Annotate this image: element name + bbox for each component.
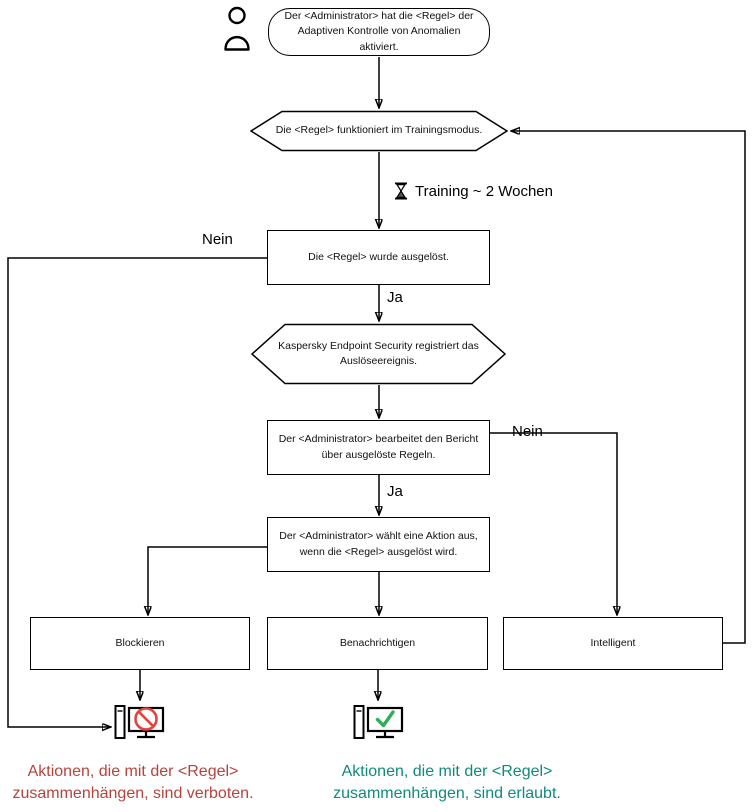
training-mode-label: Die <Regel> funktioniert im Trainingsmod… bbox=[275, 124, 483, 137]
action-block-label: Blockieren bbox=[115, 636, 165, 649]
training-duration: Training ~ 2 Wochen bbox=[394, 182, 553, 200]
start-node-label: Der <Administrator> hat die <Regel> der … bbox=[284, 10, 474, 53]
blocked-computer-icon bbox=[113, 702, 167, 750]
allowed-computer-icon bbox=[352, 702, 406, 750]
label-nein-left: Nein bbox=[202, 231, 233, 248]
label-ja-after-trigger: Ja bbox=[387, 289, 403, 306]
connector-nein-right-to-smart bbox=[490, 432, 617, 615]
person-icon bbox=[222, 6, 252, 52]
allowed-result-text: Aktionen, die mit der <Regel> zusammenhä… bbox=[333, 763, 561, 802]
start-node: Der <Administrator> hat die <Regel> der … bbox=[268, 8, 490, 56]
hexagon-shape bbox=[250, 110, 508, 152]
label-ja-after-report: Ja bbox=[387, 483, 403, 500]
training-mode-node: Die <Regel> funktioniert im Trainingsmod… bbox=[250, 110, 508, 152]
connector-smart-loop-to-training bbox=[511, 131, 746, 644]
event-registered-node: Kaspersky Endpoint Security registriert … bbox=[251, 323, 506, 385]
report-review-node: Der <Administrator> bearbeitet den Beric… bbox=[267, 420, 490, 475]
action-notify-label: Benachrichtigen bbox=[339, 636, 416, 649]
choose-action-node: Der <Administrator> wählt eine Aktion au… bbox=[267, 517, 490, 572]
connector-choose-to-block bbox=[148, 546, 267, 615]
training-duration-label: Training ~ 2 Wochen bbox=[415, 182, 553, 200]
action-block-node: Blockieren bbox=[30, 617, 250, 670]
rule-triggered-node: Die <Regel> wurde ausgelöst. bbox=[267, 230, 490, 285]
rule-triggered-label: Die <Regel> wurde ausgelöst. bbox=[308, 250, 449, 263]
connector-nein-left-to-blocked bbox=[7, 257, 267, 727]
event-registered-label: Kaspersky Endpoint Security registriert … bbox=[278, 339, 479, 367]
hexagon-shape bbox=[251, 323, 506, 385]
choose-action-label: Der <Administrator> wählt eine Aktion au… bbox=[279, 530, 478, 558]
action-notify-node: Benachrichtigen bbox=[267, 617, 488, 670]
action-smart-node: Intelligent bbox=[503, 617, 723, 670]
hourglass-icon bbox=[394, 182, 408, 200]
report-review-label: Der <Administrator> bearbeitet den Beric… bbox=[278, 433, 479, 461]
forbidden-result-text: Aktionen, die mit der <Regel> zusammenhä… bbox=[12, 763, 254, 802]
label-nein-right: Nein bbox=[512, 423, 543, 440]
action-smart-label: Intelligent bbox=[590, 636, 636, 649]
